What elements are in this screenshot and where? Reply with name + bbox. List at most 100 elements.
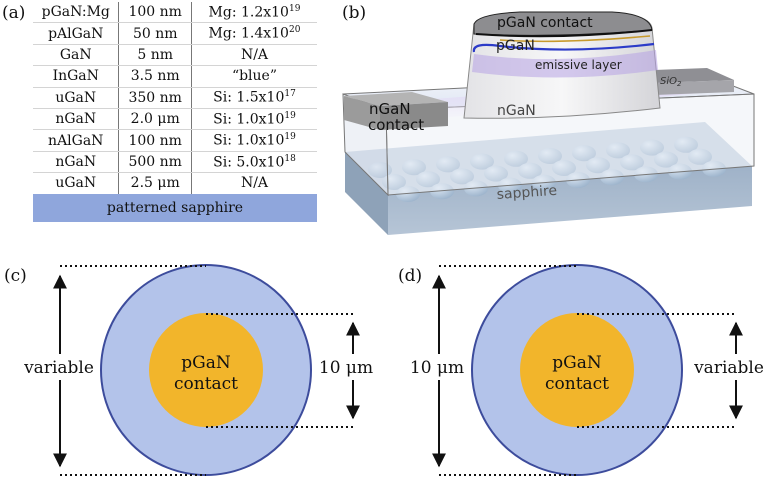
sapphire-dome [470,153,494,170]
inner-dimension-label: 10 μm [319,358,373,378]
panel-a-label: (a) [2,3,26,23]
outer-label-bg [18,354,100,380]
ngan-contact-left [344,96,380,130]
layer-thickness: 2.5 μm [118,172,192,194]
sapphire-dome [538,148,562,164]
panel-b-label: (b) [342,3,367,23]
panel-c-diagram: pGaN contact variable 10 μm [18,264,380,476]
layer-doping: Si: 1.0x1019 [191,108,317,131]
layer-material: nGaN [33,108,120,131]
sapphire-dome [586,157,610,174]
layer-thickness: 50 nm [118,22,192,45]
device-schematic: pGaN contact pGaN emissive layer SiO2 nG… [342,11,755,235]
sapphire-dome [484,165,508,182]
layer-doping: Si: 1.0x1019 [191,129,317,152]
sapphire-dome [518,162,542,179]
layer-thickness: 100 nm [118,2,192,24]
layer-thickness: 3.5 nm [118,65,192,88]
contact-edge-line [475,29,653,38]
layer-doping: Mg: 1.4x1020 [191,22,317,45]
layer-material: pGaN:Mg [33,2,120,24]
contact-gold-line [499,35,651,43]
sapphire-dome [674,136,698,153]
layer-material: uGaN [33,87,120,109]
doping-exponent: 17 [284,89,296,100]
emissive-layer-label: emissive layer [535,58,622,72]
pgan-contact-label: pGaN contact [497,15,593,31]
sapphire-dome [416,171,440,188]
substrate-row: patterned sapphire [33,193,317,222]
outer-label-bg [408,354,470,380]
sapphire-dome [620,154,644,171]
layer-thickness: 500 nm [118,151,192,174]
layer-doping: “blue” [191,65,317,88]
doping-exponent: 20 [288,25,301,36]
ngan-contact-top [344,92,448,106]
layer-material: nAlGaN [33,129,120,152]
inner-label-bg [312,354,380,380]
doping-exponent: 19 [284,132,296,143]
doping-value: “blue” [231,68,277,85]
layer-thickness: 100 nm [118,129,192,152]
sapphire-dome [396,186,420,202]
outer-dimension-label: 10 μm [410,358,464,378]
layer-thickness: 350 nm [118,87,192,109]
layer-material: nGaN [33,151,120,174]
doping-value: Si: 1.0x10 [213,111,285,128]
ngan-contact-label-2: contact [368,116,424,134]
layer-doping: N/A [191,173,317,194]
layer-material: uGaN [33,172,120,194]
emissive-layer-line [472,42,655,53]
sapphire-dome [572,145,596,162]
sapphire-dome [688,148,712,165]
doping-value: Si: 5.0x10 [213,154,285,171]
sapphire-dome [504,150,528,167]
sapphire-dome [654,151,678,168]
panel-d-label: (d) [398,266,423,286]
sapphire-dome [640,139,664,156]
pgan-label: pGaN [496,38,535,54]
panel-c-label: (c) [4,266,27,286]
layer-material: InGaN [33,65,120,88]
layer-doping: Si: 5.0x1018 [191,151,317,174]
doping-value: N/A [240,46,269,63]
outer-dimension-label: variable [23,358,94,378]
doping-exponent: 18 [284,153,296,164]
contact-label-line2: contact [545,374,609,394]
doping-value: N/A [240,175,269,192]
layer-material: pAlGaN [33,22,120,45]
sapphire-dome [436,156,460,173]
inner-label-bg [692,354,766,380]
layer-thickness: 5 nm [118,44,192,67]
sapphire-front-face [345,152,388,235]
substrate-label: patterned sapphire [33,193,317,222]
doping-value: Mg: 1.2x10 [208,4,289,21]
doping-exponent: 19 [284,110,296,121]
pgan-contact-circle [149,313,263,427]
doping-value: Si: 1.5x10 [213,90,285,107]
ngan-label: nGaN [497,103,536,119]
layer-doping: N/A [191,44,317,67]
contact-label-line2: contact [174,374,238,394]
ngan-contact-front [380,102,448,130]
sapphire-dome [402,159,426,176]
pgan-contact-circle [520,313,634,427]
contact-label-line1: pGaN [552,353,602,373]
layer-material: GaN [33,44,120,67]
sapphire-side-face [388,166,752,235]
sio2-label: SiO2 [660,76,682,88]
sapphire-dome [552,160,576,176]
sapphire-label: sapphire [496,183,557,203]
layer-doping: Si: 1.5x1017 [191,87,317,109]
